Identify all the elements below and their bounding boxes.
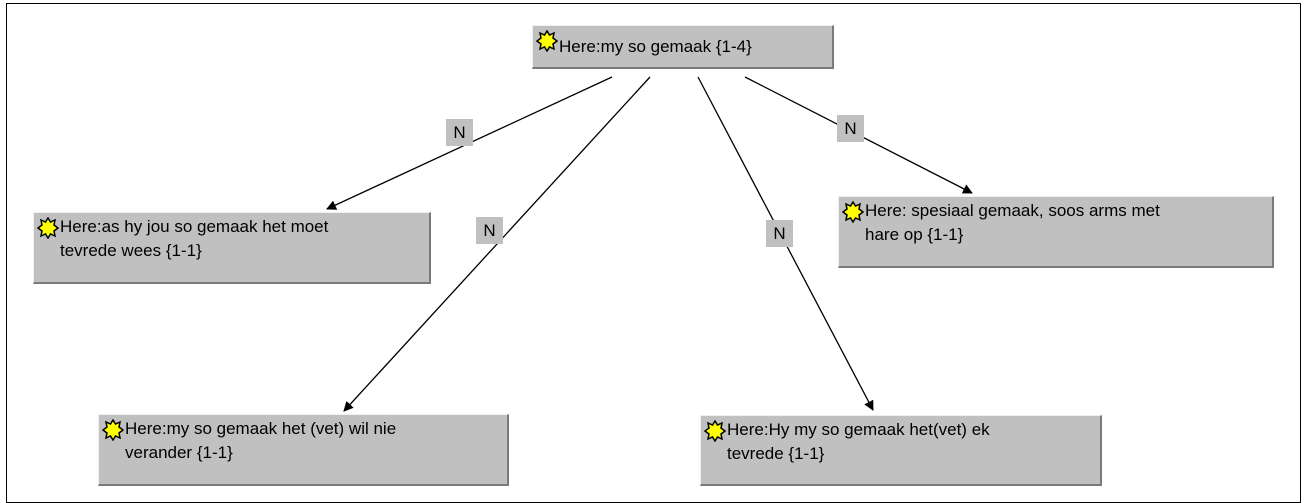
node-root-label: Here:my so gemaak {1-4} bbox=[559, 37, 752, 56]
edge-label-1: N bbox=[446, 119, 473, 146]
edge-label-3: N bbox=[766, 220, 793, 247]
star-warning-icon bbox=[536, 30, 558, 52]
star-warning-icon bbox=[842, 201, 864, 223]
node-child3-label: Here:Hy my so gemaak het(vet) ek tevrede… bbox=[727, 420, 990, 463]
edge-label-4: N bbox=[837, 115, 864, 142]
node-child1[interactable]: Here:as hy jou so gemaak het moet tevred… bbox=[33, 212, 431, 284]
star-warning-icon bbox=[37, 217, 59, 239]
node-child4-label: Here: spesiaal gemaak, soos arms met har… bbox=[865, 201, 1160, 244]
node-child2-label: Here:my so gemaak het (vet) wil nie vera… bbox=[125, 419, 397, 462]
star-warning-icon bbox=[102, 419, 124, 441]
node-child4[interactable]: Here: spesiaal gemaak, soos arms met har… bbox=[838, 196, 1274, 268]
node-child3[interactable]: Here:Hy my so gemaak het(vet) ek tevrede… bbox=[700, 415, 1102, 486]
node-root[interactable]: Here:my so gemaak {1-4} bbox=[532, 25, 834, 69]
star-warning-icon bbox=[704, 420, 726, 442]
node-child2[interactable]: Here:my so gemaak het (vet) wil nie vera… bbox=[98, 414, 509, 486]
node-child1-label: Here:as hy jou so gemaak het moet tevred… bbox=[60, 217, 329, 260]
edge-root-to-child2 bbox=[343, 76, 651, 412]
edge-label-2: N bbox=[476, 217, 503, 244]
